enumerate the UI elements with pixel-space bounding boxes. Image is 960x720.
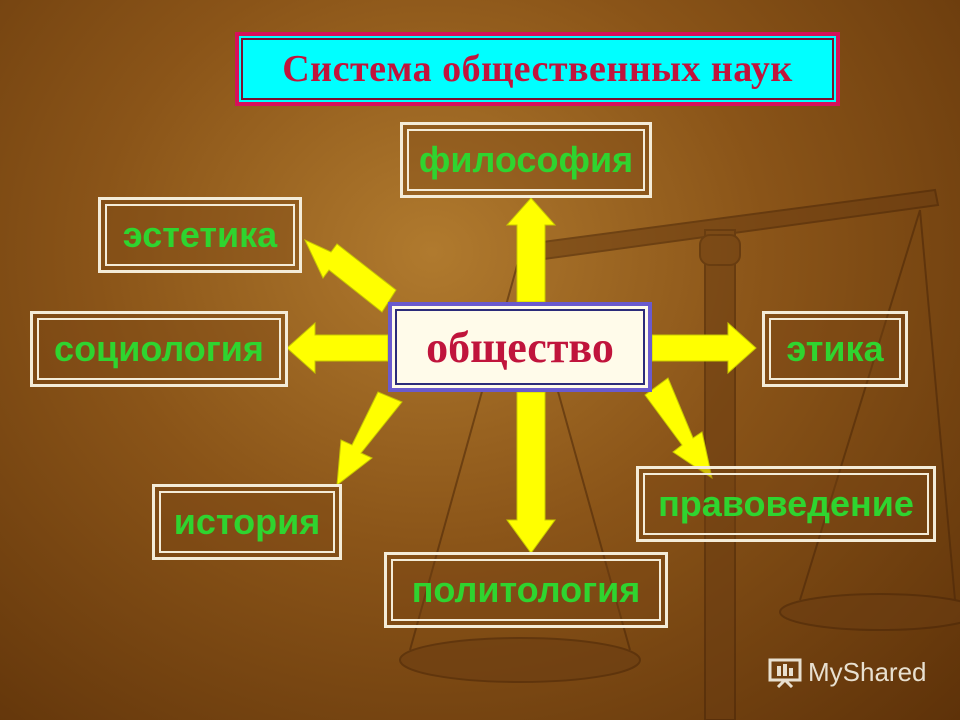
arrow-history [336, 391, 403, 487]
node-label-politics: политология [411, 569, 641, 610]
center-label: общество [426, 322, 614, 372]
arrow-sociology [286, 321, 389, 375]
watermark-text: MyShared [808, 656, 927, 687]
node-label-ethics: этика [786, 328, 884, 369]
arrow-politics [506, 391, 556, 554]
node-label-history: история [173, 501, 321, 542]
node-label-law: правоведение [658, 483, 914, 524]
arrow-aesthetics [303, 238, 397, 313]
node-politics: политология [384, 552, 668, 628]
node-philosophy: философия [400, 122, 652, 198]
node-label-sociology: социология [54, 328, 264, 369]
arrow-ethics [651, 321, 757, 375]
watermark: MyShared [768, 656, 927, 688]
node-ethics: этика [762, 311, 908, 387]
page-title: Система общественных наук [282, 48, 793, 90]
center-node: общество [388, 302, 652, 392]
title-box: Система общественных наук [235, 32, 840, 106]
node-aesthetics: эстетика [98, 197, 302, 273]
node-law: правоведение [636, 466, 936, 542]
node-sociology: социология [30, 311, 288, 387]
arrow-law [644, 377, 713, 480]
arrow-philosophy [505, 197, 557, 303]
node-history: история [152, 484, 342, 560]
presentation-icon [768, 658, 802, 688]
node-label-philosophy: философия [418, 139, 634, 180]
node-label-aesthetics: эстетика [122, 214, 278, 255]
